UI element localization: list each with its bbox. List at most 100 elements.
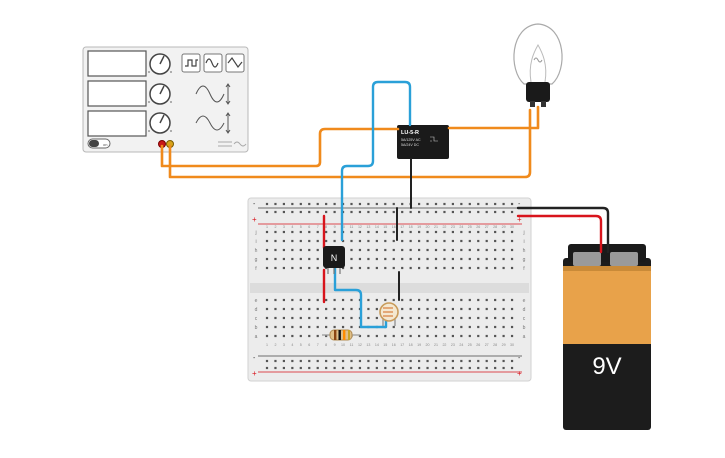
bottom-plus-label-right: + — [517, 369, 522, 378]
column-number-5: 5 — [300, 225, 302, 229]
column-number-6: 6 — [308, 225, 310, 229]
column-number-9-bottom: 9 — [334, 343, 336, 347]
column-number-23: 23 — [451, 225, 455, 229]
triangle-wave-button[interactable] — [225, 53, 245, 73]
column-number-13-bottom: 13 — [366, 343, 370, 347]
relay[interactable]: LU-5-R 5A/125V AC 5A/24V DC — [397, 125, 449, 159]
top-minus-label-right: - — [518, 201, 521, 208]
row-label-i-right: i — [523, 239, 524, 245]
row-label-h-right: h — [523, 248, 526, 254]
row-label-d-right: d — [523, 307, 526, 313]
column-number-4-bottom: 4 — [291, 343, 293, 347]
column-number-2-bottom: 2 — [274, 343, 276, 347]
column-number-8-bottom: 8 — [325, 343, 327, 347]
relay-title: LU-5-R — [401, 130, 419, 136]
column-number-3: 3 — [283, 225, 285, 229]
bottom-minus-label-left: - — [253, 355, 256, 362]
row-label-c: c — [255, 316, 258, 322]
generator-footer-marks — [218, 141, 247, 147]
bottom-plus-label-left: + — [252, 369, 257, 378]
sine-wave-icon — [205, 58, 219, 68]
column-number-17-bottom: 17 — [400, 343, 404, 347]
top-plus-label-right: + — [517, 215, 522, 224]
function-generator[interactable]: on — [82, 46, 249, 153]
column-number-7: 7 — [317, 225, 319, 229]
column-number-15: 15 — [383, 225, 387, 229]
column-number-13: 13 — [366, 225, 370, 229]
row-label-i: i — [255, 239, 256, 245]
wire-red-battery-positive[interactable] — [516, 214, 603, 254]
wire-blue-transistor-to-ldr[interactable] — [333, 266, 388, 329]
column-number-22-bottom: 22 — [442, 343, 446, 347]
column-number-8: 8 — [325, 225, 327, 229]
column-number-27-bottom: 27 — [485, 343, 489, 347]
column-number-11-bottom: 11 — [350, 343, 354, 347]
row-label-f: f — [255, 266, 257, 272]
column-number-2: 2 — [274, 225, 276, 229]
row-label-d: d — [255, 307, 258, 313]
column-number-21-bottom: 21 — [434, 343, 438, 347]
column-number-1: 1 — [266, 225, 268, 229]
sine-wave-button[interactable] — [203, 53, 223, 73]
column-number-19-bottom: 19 — [417, 343, 421, 347]
column-number-25: 25 — [468, 225, 472, 229]
wire-black-battery-ground[interactable] — [516, 206, 610, 254]
relay-rating-ac: 5A/125V AC — [401, 138, 421, 142]
column-number-28: 28 — [493, 225, 497, 229]
row-label-f-right: f — [523, 266, 525, 272]
power-switch[interactable]: on — [87, 138, 111, 149]
column-number-11: 11 — [350, 225, 354, 229]
wire-blue-relay-to-transistor[interactable] — [340, 80, 412, 242]
column-number-9: 9 — [334, 225, 336, 229]
photoresistor[interactable] — [379, 302, 399, 326]
wire-orange-gen-to-bulb[interactable] — [168, 108, 532, 179]
amplitude-knob[interactable] — [148, 83, 172, 105]
row-label-c-right: c — [523, 316, 526, 322]
wire-orange-gen-to-relay[interactable] — [160, 127, 400, 168]
row-label-a-right: a — [523, 334, 526, 340]
column-number-17: 17 — [400, 225, 404, 229]
square-wave-button[interactable] — [181, 53, 201, 73]
column-number-16: 16 — [392, 225, 396, 229]
column-number-20: 20 — [426, 225, 430, 229]
row-label-a: a — [255, 334, 258, 340]
row-label-g: g — [255, 257, 258, 263]
offset-knob[interactable] — [148, 112, 172, 134]
column-number-3-bottom: 3 — [283, 343, 285, 347]
column-number-29-bottom: 29 — [502, 343, 506, 347]
bottom-minus-label-right: - — [518, 355, 521, 362]
column-number-15-bottom: 15 — [383, 343, 387, 347]
battery-9v[interactable]: 9V — [563, 244, 651, 430]
column-number-14-bottom: 14 — [375, 343, 379, 347]
wire-orange-relay-to-bulb[interactable] — [447, 105, 540, 130]
transistor-label: N — [331, 253, 338, 263]
column-number-30-bottom: 30 — [510, 343, 514, 347]
battery-terminal-negative[interactable] — [573, 252, 601, 266]
column-number-29: 29 — [502, 225, 506, 229]
row-label-h: h — [255, 248, 258, 254]
frequency-knob[interactable] — [148, 53, 172, 75]
column-number-25-bottom: 25 — [468, 343, 472, 347]
column-number-21: 21 — [434, 225, 438, 229]
column-number-4: 4 — [291, 225, 293, 229]
row-label-b-right: b — [523, 325, 526, 331]
column-number-26: 26 — [476, 225, 480, 229]
top-minus-label-left: - — [253, 201, 256, 208]
row-label-b: b — [255, 325, 258, 331]
column-number-16-bottom: 16 — [392, 343, 396, 347]
triangle-wave-icon — [227, 56, 243, 69]
amplitude-indicator-icon — [195, 83, 231, 105]
npn-transistor[interactable]: N — [323, 246, 345, 274]
column-number-6-bottom: 6 — [308, 343, 310, 347]
light-bulb[interactable] — [513, 23, 563, 107]
resistor[interactable] — [322, 329, 360, 341]
row-label-g-right: g — [523, 257, 526, 263]
column-number-19: 19 — [417, 225, 421, 229]
display-offset — [87, 110, 147, 137]
column-number-10-bottom: 10 — [341, 343, 345, 347]
power-label: on — [103, 142, 107, 147]
wires — [160, 80, 610, 329]
battery-terminal-positive[interactable] — [610, 252, 638, 266]
